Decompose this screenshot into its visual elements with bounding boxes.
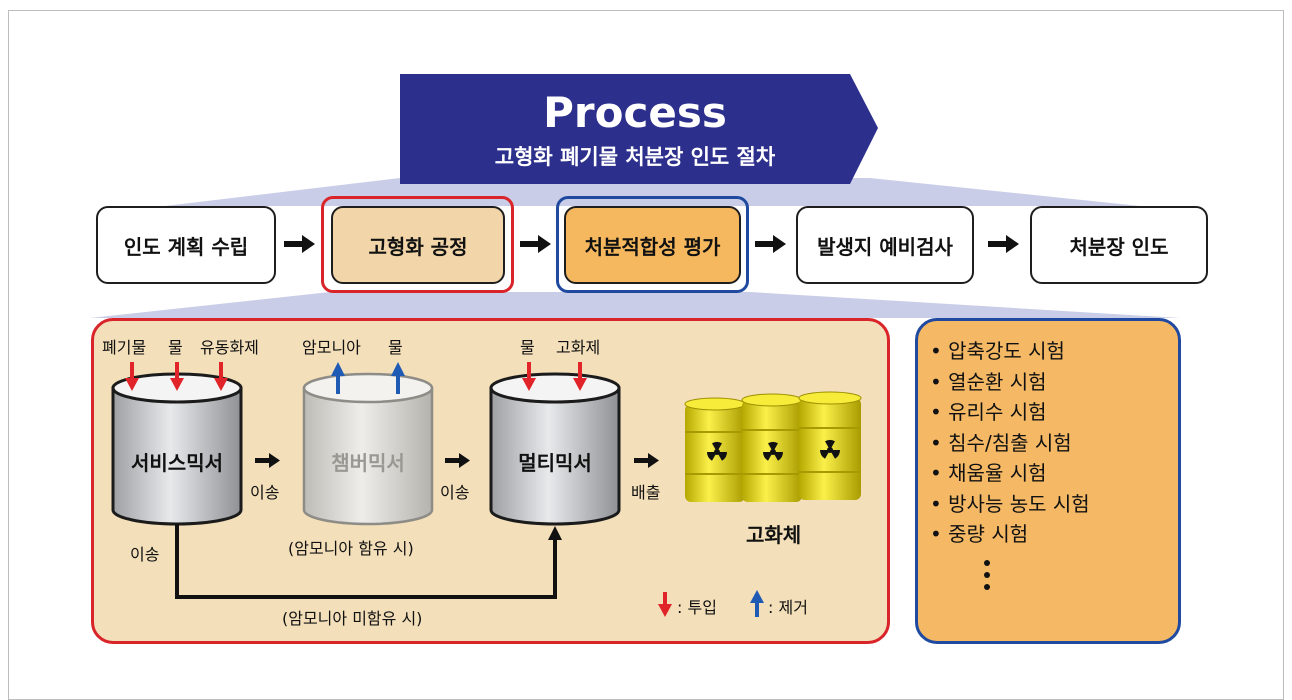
step-arrow-1 bbox=[284, 235, 315, 253]
panel-connector-wedge bbox=[90, 292, 1180, 318]
step-preinspection: 발생지 예비검사 bbox=[796, 206, 974, 284]
input-arrows bbox=[125, 362, 587, 391]
discharge-arrow bbox=[634, 453, 659, 468]
test-item: 중량 시험 bbox=[930, 519, 1090, 550]
waste-drums bbox=[684, 391, 862, 502]
input-arrow-water-2 bbox=[522, 362, 536, 391]
multi-mixer-cylinder bbox=[489, 372, 621, 526]
step-delivery-plan: 인도 계획 수립 bbox=[96, 206, 276, 284]
input-label-waste: 폐기물 bbox=[102, 338, 147, 357]
test-item: 열순환 시험 bbox=[930, 367, 1090, 398]
bypass-line bbox=[175, 524, 557, 599]
multi-mixer-label: 멀티믹서 bbox=[518, 451, 592, 475]
step-label: 인도 계획 수립 bbox=[123, 234, 249, 259]
legend-remove-label: : 제거 bbox=[768, 598, 808, 617]
step-arrow-2 bbox=[520, 235, 551, 253]
transfer-label: 이송 bbox=[440, 483, 470, 502]
banner-title: Process bbox=[543, 88, 727, 137]
input-arrow-fluidizer bbox=[214, 362, 228, 391]
step-label: 고형화 공정 bbox=[368, 234, 468, 259]
input-label-water: 물 bbox=[168, 338, 183, 357]
transfer-arrow-2 bbox=[445, 453, 470, 468]
test-list: 압축강도 시험 열순환 시험 유리수 시험 침수/침출 시험 채움율 시험 방사… bbox=[930, 336, 1090, 550]
step-solidification: 고형화 공정 bbox=[331, 206, 505, 284]
test-item: 침수/침출 시험 bbox=[930, 428, 1090, 459]
solidified-product-label: 고화체 bbox=[746, 523, 802, 547]
chamber-mixer-label: 챔버믹서 bbox=[331, 451, 405, 475]
step-arrow-3 bbox=[755, 235, 786, 253]
step-arrows bbox=[284, 235, 1019, 253]
transfer-arrow-1 bbox=[255, 453, 280, 468]
input-arrow-water bbox=[170, 362, 184, 391]
test-item: 채움율 시험 bbox=[930, 458, 1090, 489]
step-label: 발생지 예비검사 bbox=[817, 234, 953, 259]
radiation-icon bbox=[819, 439, 841, 459]
input-label-fluidizer: 유동화제 bbox=[200, 338, 259, 357]
test-item: 압축강도 시험 bbox=[930, 336, 1090, 367]
step-highlight-solidification bbox=[321, 196, 514, 293]
step-arrow-4 bbox=[988, 235, 1019, 253]
transfer-label: 이송 bbox=[250, 483, 280, 502]
step-delivery: 처분장 인도 bbox=[1030, 206, 1208, 284]
legend-input-arrow bbox=[658, 592, 672, 617]
step-highlight-evaluation bbox=[556, 196, 749, 293]
output-label-ammonia: 암모니아 bbox=[302, 338, 361, 357]
step-label: 처분적합성 평가 bbox=[584, 234, 721, 259]
legend-remove-arrow bbox=[750, 590, 764, 617]
bypass-arrowhead bbox=[548, 526, 562, 540]
input-label-water-2: 물 bbox=[520, 338, 535, 357]
bypass-condition-label: (암모니아 미함유 시) bbox=[282, 609, 423, 628]
output-label-water: 물 bbox=[388, 338, 403, 357]
chamber-condition-note: (암모니아 함유 시) bbox=[288, 539, 414, 558]
removal-arrow-ammonia bbox=[331, 362, 345, 394]
removal-arrows bbox=[331, 362, 405, 394]
step-disposal-evaluation: 처분적합성 평가 bbox=[564, 206, 741, 284]
input-arrow-waste bbox=[125, 362, 139, 391]
removal-arrow-water bbox=[391, 362, 405, 394]
banner-subtitle: 고형화 폐기물 처분장 인도 절차 bbox=[494, 145, 776, 169]
discharge-label: 배출 bbox=[631, 483, 661, 502]
radiation-icon bbox=[706, 441, 728, 461]
test-item: 유리수 시험 bbox=[930, 397, 1090, 428]
legend-input-label: : 투입 bbox=[677, 598, 717, 617]
process-banner-arrow bbox=[400, 74, 878, 184]
input-arrow-hardener bbox=[573, 362, 587, 391]
banner-connector-wedge bbox=[165, 178, 1140, 206]
transfer-arrows bbox=[255, 453, 659, 468]
transfer-label: 이송 bbox=[130, 545, 160, 564]
step-label: 처분장 인도 bbox=[1069, 234, 1169, 259]
radiation-icon bbox=[762, 441, 784, 461]
service-mixer-label: 서비스믹서 bbox=[131, 451, 223, 475]
test-item: 방사능 농도 시험 bbox=[930, 489, 1090, 520]
input-label-hardener: 고화제 bbox=[556, 338, 601, 357]
